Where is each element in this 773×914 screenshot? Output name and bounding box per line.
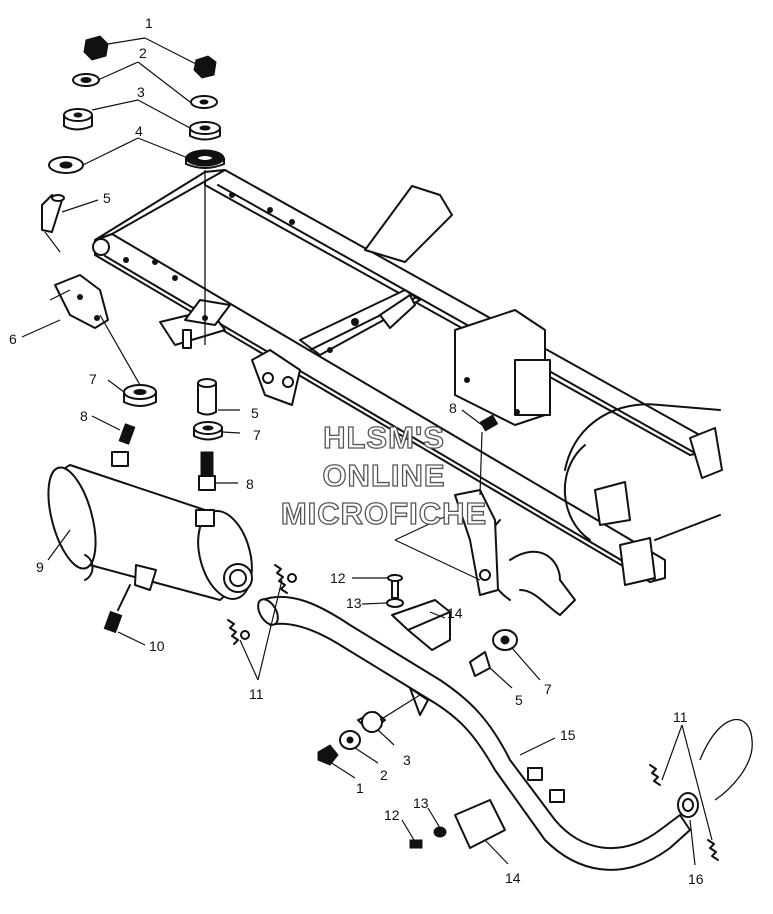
callout-14-low: 14 [505, 870, 521, 886]
callout-13-low: 13 [413, 795, 429, 811]
callout-6: 6 [9, 331, 17, 347]
callout-1-top: 1 [145, 15, 153, 31]
callout-8-left: 8 [80, 408, 88, 424]
springs-11-left [227, 564, 297, 645]
callout-11-left: 11 [249, 686, 264, 702]
callout-7-mid: 7 [253, 427, 261, 443]
callout-9: 9 [36, 559, 44, 575]
springs-11-right [649, 718, 753, 861]
callout-12-top: 12 [330, 570, 346, 586]
muffler [47, 451, 253, 601]
callout-14-top: 14 [447, 605, 463, 621]
mid-hardware [317, 574, 518, 849]
right-bracket [454, 414, 499, 596]
callout-15: 15 [560, 727, 576, 743]
callout-3-low: 3 [403, 752, 411, 768]
callout-3-top: 3 [137, 84, 145, 100]
callout-16: 16 [688, 871, 704, 887]
muffler-mount-bracket [49, 274, 157, 445]
callout-5-mid: 5 [251, 405, 259, 421]
callout-5-top: 5 [103, 190, 111, 206]
callout-numbers: 1 2 3 4 5 6 7 8 5 7 8 8 9 10 11 12 13 14… [9, 15, 704, 887]
bolt-10 [103, 584, 131, 634]
callout-2-low: 2 [380, 767, 388, 783]
watermark: HLSM'S ONLINE MICROFICHE [280, 419, 487, 531]
watermark-line-3: MICROFICHE [281, 496, 487, 531]
callout-10: 10 [149, 638, 165, 654]
callout-7-left: 7 [89, 371, 97, 387]
center-mount-stack [193, 378, 223, 491]
watermark-line-1: HLSM'S [323, 420, 445, 455]
callout-2-top: 2 [139, 45, 147, 61]
callout-1-low: 1 [356, 780, 364, 796]
callout-11-right: 11 [673, 709, 688, 725]
callout-8-right: 8 [449, 400, 457, 416]
upper-right-isolator-stack [185, 55, 225, 345]
upper-left-isolator-stack [41, 35, 109, 233]
callout-12-low: 12 [384, 807, 400, 823]
watermark-line-2: ONLINE [322, 458, 445, 493]
callout-7-low: 7 [544, 681, 552, 697]
exhaust-pipe [257, 595, 699, 871]
callout-8-mid: 8 [246, 476, 254, 492]
callout-13-top: 13 [346, 595, 362, 611]
callout-5-low: 5 [515, 692, 523, 708]
leader-lines [21, 37, 713, 866]
callout-4-top: 4 [135, 123, 143, 139]
frame-assembly [92, 169, 723, 616]
